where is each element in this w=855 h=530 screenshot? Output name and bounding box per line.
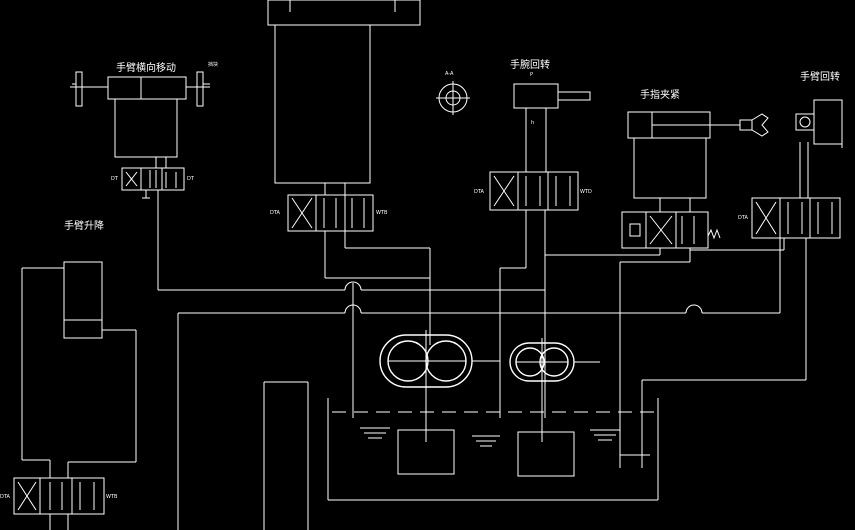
vertical-cylinder-valve: DTA WTB xyxy=(270,194,430,279)
label-wrist-rotate: 手腕回转 xyxy=(510,58,550,71)
label-p: P xyxy=(530,72,533,78)
tag-wrist-left: DTA xyxy=(474,189,485,195)
lateral-move-valve: DT DT xyxy=(111,167,195,290)
tag-lift-left: DTA xyxy=(0,494,11,500)
label-arm-rotate: 手臂回转 xyxy=(800,70,840,83)
label-stop-block: 挡块 xyxy=(208,61,218,68)
label-h: h xyxy=(531,120,534,126)
vertical-cylinder xyxy=(267,0,421,195)
arm-rotate-valve: DTA xyxy=(690,197,841,380)
label-finger-clamp: 手指夹紧 xyxy=(640,88,680,101)
wrist-rotate-actuator: A-A 手腕回转 P h xyxy=(436,58,591,172)
tag-lateral-right: DT xyxy=(187,176,195,182)
arm-lift-valve: DTA WTB xyxy=(0,459,136,530)
wrist-rotate-valve: DTA WTD xyxy=(474,171,592,340)
oil-tank xyxy=(327,386,659,501)
tag-big-right: WTB xyxy=(376,210,388,216)
finger-clamp-valve xyxy=(545,211,721,262)
finger-clamp-cylinder: 手指夹紧 xyxy=(627,88,769,212)
piping xyxy=(158,238,806,530)
label-arm-lift: 手臂升降 xyxy=(64,219,104,232)
tag-lateral-left: DT xyxy=(111,176,119,182)
label-arm-lateral-move: 手臂横向移动 xyxy=(116,61,176,74)
gear-pump-large xyxy=(379,330,500,392)
arm-lift-cylinder: 手臂升降 xyxy=(21,219,137,462)
tag-wrist-right: WTD xyxy=(580,189,592,195)
tag-lift-right: WTB xyxy=(106,494,118,500)
tag-big-left: DTA xyxy=(270,210,281,216)
lateral-move-cylinder: 手臂横向移动 挡块 xyxy=(70,61,218,168)
gear-pump-small xyxy=(509,338,600,386)
label-section-aa: A-A xyxy=(445,71,454,77)
tag-arm-left: DTA xyxy=(738,215,749,221)
arm-rotate-actuator: 手臂回转 xyxy=(795,70,843,198)
